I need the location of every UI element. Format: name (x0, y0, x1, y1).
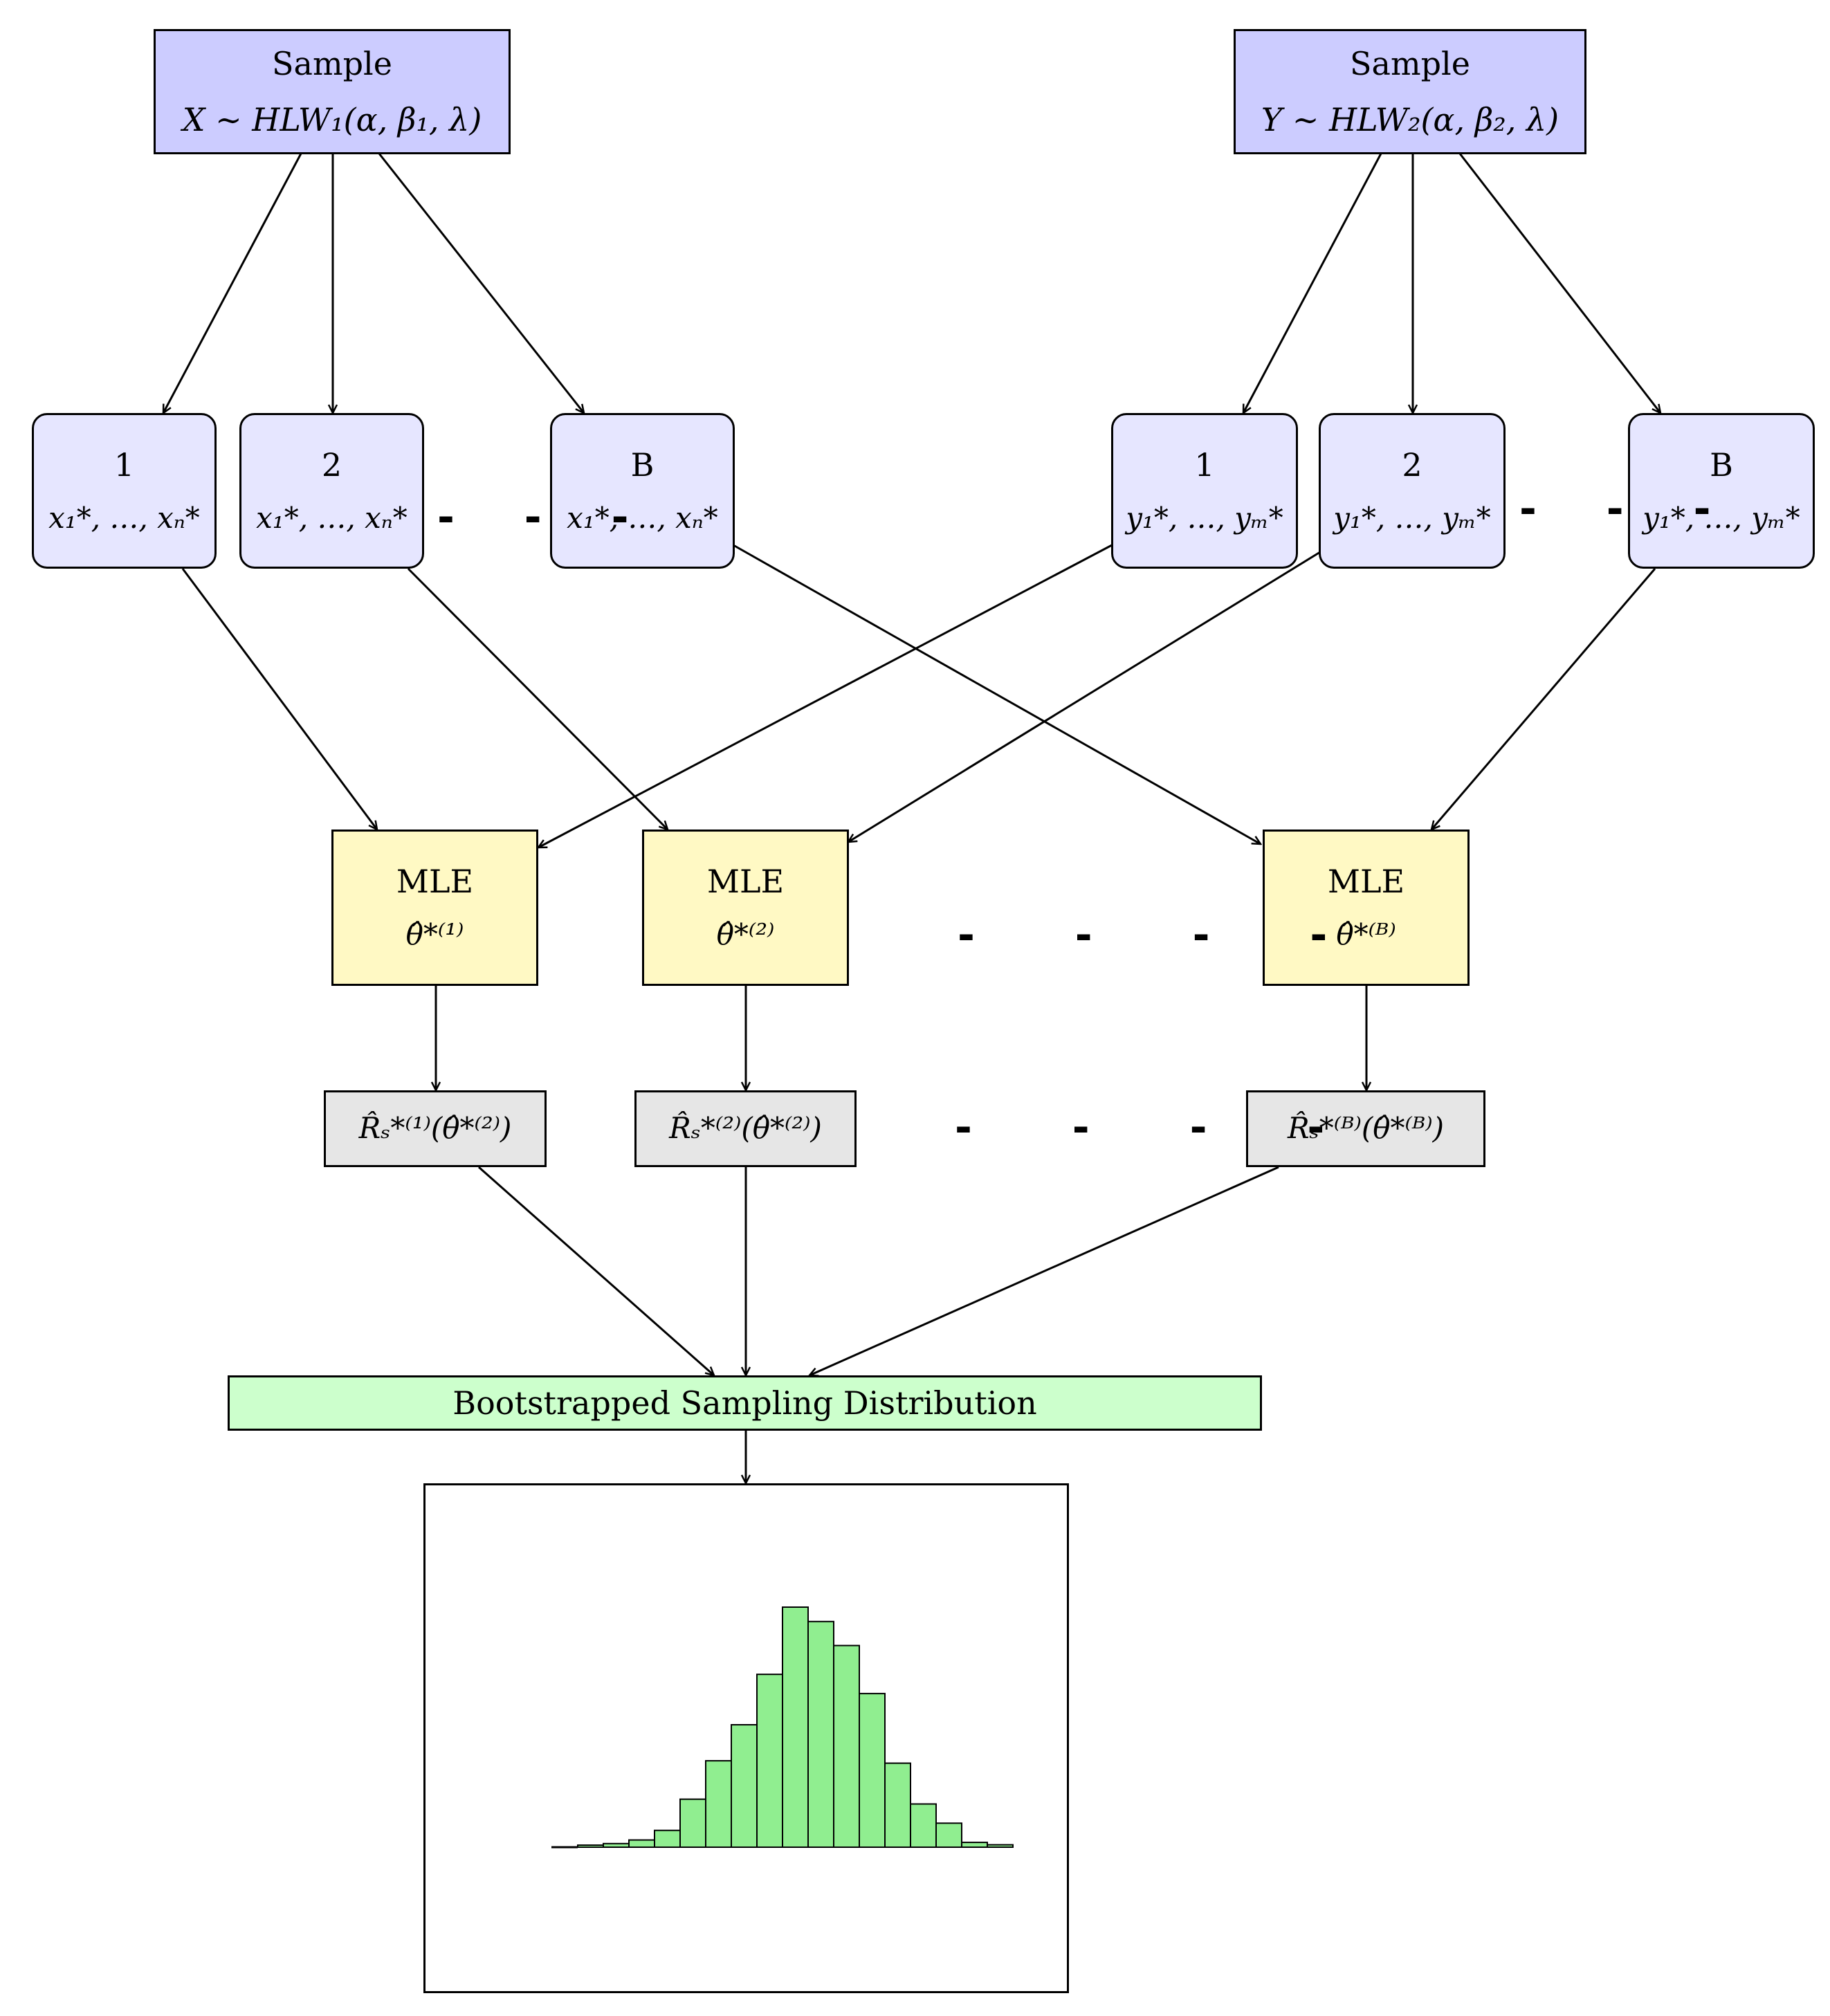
bootstrap-x-2: 2 x₁*, …, xₙ* (239, 413, 424, 569)
bootstrap-y-2: 2 y₁*, …, yₘ* (1319, 413, 1506, 569)
bootstrap-x-1-index: 1 (113, 446, 135, 484)
reliability-box-2: R̂ₛ*⁽²⁾(θ̂*⁽²⁾) (634, 1090, 857, 1167)
mle-box-2: MLE θ̂*⁽²⁾ (642, 830, 849, 986)
sample-x-title: Sample (272, 44, 392, 82)
sample-y-distribution: Y ∼ HLW₂(α, β₂, λ) (1261, 100, 1559, 138)
histogram-bar-9 (782, 1606, 809, 1848)
arrow-sample-y-to-yb (1458, 153, 1660, 413)
reliability-ellipsis: - - - - (955, 1103, 1368, 1152)
sampling-distribution-label: Bootstrapped Sampling Distribution (452, 1384, 1037, 1422)
histogram-bar-7 (731, 1724, 758, 1849)
arrow-y2-to-mle2 (848, 551, 1321, 842)
arrow-sample-x-to-xb (378, 153, 584, 413)
bootstrap-x-b: B x₁*, …, xₙ* (550, 413, 735, 569)
bootstrap-y-2-index: 2 (1402, 446, 1422, 484)
mle-2-title: MLE (706, 863, 785, 901)
arrow-x2-to-mle2 (407, 567, 668, 830)
bootstrap-y-1-values: y₁*, …, yₘ* (1126, 500, 1283, 535)
bootstrap-y-b-index: B (1710, 446, 1733, 484)
arrow-rs1-to-dist (478, 1166, 714, 1375)
mle-1-estimate: θ̂*⁽¹⁾ (405, 917, 464, 952)
bootstrap-x-b-values: x₁*, …, xₙ* (567, 500, 718, 535)
bootstrap-y-1-index: 1 (1194, 446, 1215, 484)
reliability-2-expression: R̂ₛ*⁽²⁾(θ̂*⁽²⁾) (669, 1111, 822, 1146)
sample-y-box: Sample Y ∼ HLW₂(α, β₂, λ) (1234, 29, 1586, 154)
arrow-y1-to-mle1 (538, 544, 1113, 849)
bootstrap-x-b-index: B (630, 446, 655, 484)
histogram-bar-10 (807, 1620, 834, 1849)
sample-x-box: Sample X ∼ HLW₁(α, β₁, λ) (154, 29, 511, 154)
histogram-bar-5 (679, 1798, 706, 1849)
bootstrap-x-ellipsis: - - - (437, 493, 657, 542)
bootstrap-x-2-values: x₁*, …, xₙ* (256, 500, 408, 535)
bootstrap-y-1: 1 y₁*, …, yₘ* (1111, 413, 1298, 569)
bootstrap-y-b: B y₁*, …, yₘ* (1628, 413, 1815, 569)
sampling-distribution-box: Bootstrapped Sampling Distribution (228, 1375, 1262, 1431)
bootstrap-y-2-values: y₁*, …, yₘ* (1333, 500, 1491, 535)
reliability-box-1: R̂ₛ*⁽¹⁾(θ̂*⁽²⁾) (324, 1090, 547, 1167)
histogram-bar-14 (910, 1803, 937, 1849)
mle-b-title: MLE (1327, 863, 1405, 901)
histogram-bar-13 (884, 1762, 911, 1849)
bootstrap-x-1: 1 x₁*, …, xₙ* (32, 413, 217, 569)
sample-x-distribution: X ∼ HLW₁(α, β₁, λ) (182, 100, 482, 138)
arrow-yb-to-mleb (1431, 568, 1656, 830)
histogram-frame (423, 1483, 1069, 1993)
mle-box-b: MLE θ̂*⁽ᴮ⁾ (1263, 830, 1470, 986)
mle-box-1: MLE θ̂*⁽¹⁾ (331, 830, 538, 986)
arrow-xb-to-mleb (733, 544, 1261, 844)
bootstrap-x-2-index: 2 (321, 446, 342, 484)
reliability-box-b: R̂ₛ*⁽ᴮ⁾(θ̂*⁽ᴮ⁾) (1246, 1090, 1485, 1167)
arrow-rsb-to-dist (809, 1166, 1279, 1375)
bootstrap-y-ellipsis: - - - (1519, 485, 1739, 533)
histogram-bar-6 (705, 1760, 732, 1849)
sample-y-title: Sample (1350, 44, 1470, 82)
histogram-bar-17 (987, 1844, 1014, 1849)
arrow-sample-y-to-y1 (1242, 153, 1382, 413)
bootstrap-y-b-values: y₁*, …, yₘ* (1643, 500, 1800, 535)
mle-1-title: MLE (396, 863, 474, 901)
mle-2-estimate: θ̂*⁽²⁾ (716, 917, 775, 952)
histogram-bar-11 (833, 1644, 860, 1849)
bootstrap-x-1-values: x₁*, …, xₙ* (48, 500, 200, 535)
reliability-1-expression: R̂ₛ*⁽¹⁾(θ̂*⁽²⁾) (358, 1111, 512, 1146)
reliability-b-expression: R̂ₛ*⁽ᴮ⁾(θ̂*⁽ᴮ⁾) (1288, 1111, 1444, 1146)
histogram-bars (577, 1606, 1014, 1849)
arrow-sample-x-to-x1 (162, 153, 302, 413)
mle-b-estimate: θ̂*⁽ᴮ⁾ (1336, 917, 1396, 952)
arrow-x1-to-mle1 (181, 568, 377, 830)
histogram-bar-15 (935, 1822, 962, 1849)
mle-ellipsis: - - - - (958, 911, 1371, 960)
